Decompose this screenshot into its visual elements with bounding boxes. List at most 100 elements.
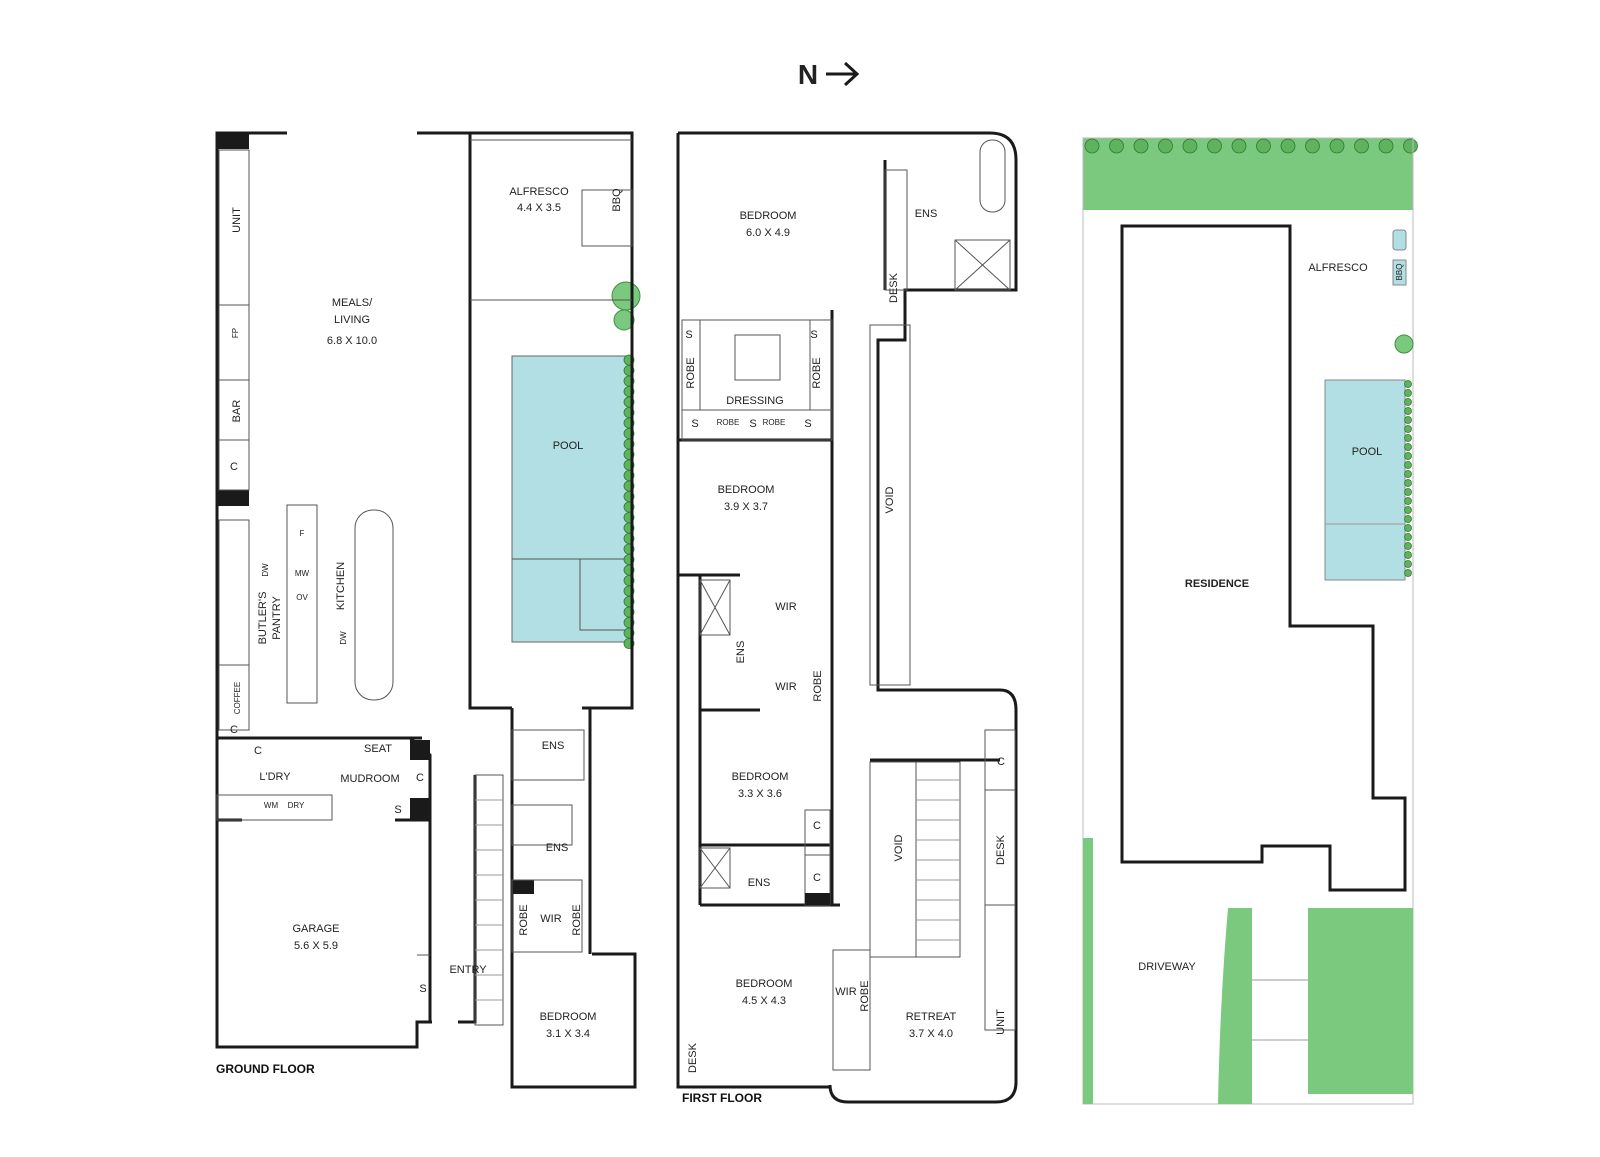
unit-label: UNIT bbox=[231, 207, 243, 233]
hedge-shrub-icon bbox=[1404, 560, 1412, 568]
fridge-label: F bbox=[300, 529, 305, 538]
room-size-bedroom: 3.1 X 3.4 bbox=[546, 1028, 590, 1040]
wir-label: WIR bbox=[540, 913, 561, 925]
arrow-right-icon bbox=[826, 61, 860, 87]
void-label: VOID bbox=[884, 487, 896, 514]
robe-label: ROBE bbox=[811, 357, 823, 388]
room-size-retreat: 3.7 X 4.0 bbox=[909, 1028, 953, 1040]
storage-label: S bbox=[749, 418, 756, 430]
room-label-ensuite: ENS bbox=[546, 842, 569, 854]
site-label-driveway: DRIVEWAY bbox=[1138, 961, 1196, 973]
hedge-shrub-icon bbox=[1404, 407, 1412, 415]
washer-label: WM bbox=[264, 801, 279, 810]
cupboard-label: C bbox=[230, 724, 238, 736]
hedge-shrub-icon bbox=[1404, 479, 1412, 487]
storage-label: S bbox=[810, 329, 817, 341]
unit-label: UNIT bbox=[995, 1009, 1007, 1035]
first-floor-caption: FIRST FLOOR bbox=[682, 1091, 762, 1105]
site-label-alfresco: ALFRESCO bbox=[1308, 262, 1368, 274]
hedge-shrub-icon bbox=[1404, 398, 1412, 406]
desk-label: DESK bbox=[995, 834, 1007, 865]
hedge-shrub-icon bbox=[1305, 138, 1320, 154]
wir-label: WIR bbox=[775, 601, 796, 613]
room-label-dressing: DRESSING bbox=[726, 395, 783, 407]
storage-label: S bbox=[804, 418, 811, 430]
hedge-shrub-icon bbox=[1404, 524, 1412, 532]
residence-outline bbox=[1120, 224, 1407, 892]
hedge-shrub-icon bbox=[1182, 138, 1198, 154]
hedge-shrub-icon bbox=[1404, 497, 1412, 505]
room-size-bedroom: 3.9 X 3.7 bbox=[724, 501, 768, 513]
hedge-shrub-icon bbox=[1256, 138, 1271, 154]
hedge-shrub-icon bbox=[1084, 138, 1100, 154]
room-label-bedroom: BEDROOM bbox=[718, 484, 775, 496]
room-label-living: LIVING bbox=[334, 314, 370, 326]
hedge-shrub-icon bbox=[1158, 138, 1173, 154]
robe-label: ROBE bbox=[518, 904, 530, 935]
hedge-shrub-icon bbox=[1133, 138, 1149, 154]
oven-label: OV bbox=[296, 593, 308, 602]
room-label-laundry: L'DRY bbox=[259, 771, 291, 783]
room-label-garage: GARAGE bbox=[292, 923, 339, 935]
storage-label: S bbox=[685, 329, 692, 341]
hedge-shrub-icon bbox=[1207, 138, 1222, 154]
room-label-mudroom: MUDROOM bbox=[340, 773, 399, 785]
garden-bed bbox=[1218, 908, 1252, 1104]
north-label: N bbox=[798, 59, 818, 90]
room-label-retreat: RETREAT bbox=[906, 1011, 957, 1023]
robe-label: ROBE bbox=[859, 980, 871, 1011]
tree-icon bbox=[613, 309, 635, 331]
cupboard-label: C bbox=[997, 756, 1005, 768]
hedge-shrub-icon bbox=[1280, 138, 1296, 154]
compass: N bbox=[798, 59, 860, 90]
site-pool bbox=[1324, 379, 1406, 581]
hedge-shrub-icon bbox=[1404, 470, 1412, 478]
robe-label: ROBE bbox=[685, 357, 697, 388]
hedge-shrub-icon bbox=[1404, 452, 1412, 460]
hedge-shrub-icon bbox=[1404, 551, 1412, 559]
room-label-ensuite: ENS bbox=[915, 208, 938, 220]
tree-icon bbox=[1394, 334, 1414, 354]
bbq-label: BBQ bbox=[1395, 264, 1404, 281]
hedge bbox=[1404, 380, 1412, 577]
first-floor-plan: BEDROOM 6.0 X 4.9 ENS DESK S S ROBE ROBE… bbox=[676, 131, 1018, 1105]
room-label-ensuite: ENS bbox=[542, 740, 565, 752]
tree-row bbox=[1084, 138, 1418, 154]
cupboard-label: C bbox=[416, 772, 424, 784]
room-size-garage: 5.6 X 5.9 bbox=[294, 940, 338, 952]
pool-water bbox=[511, 355, 629, 643]
hedge-shrub-icon bbox=[1404, 443, 1412, 451]
site-plan: BBQ ALFRESCO POOL RESIDENCE DRIVEWAY bbox=[1082, 137, 1418, 1105]
room-label-ensuite: ENS bbox=[735, 641, 747, 664]
room-label-meals: MEALS/ bbox=[332, 297, 373, 309]
room-label-bedroom: BEDROOM bbox=[732, 771, 789, 783]
hedge-shrub-icon bbox=[1378, 138, 1394, 154]
cupboard-label: C bbox=[254, 745, 262, 757]
hedge-shrub-icon bbox=[1404, 488, 1412, 496]
room-label-ensuite: ENS bbox=[748, 877, 771, 889]
room-label-bedroom: BEDROOM bbox=[540, 1011, 597, 1023]
room-label-butlers: BUTLER'S bbox=[257, 592, 269, 645]
room-label-pantry: PANTRY bbox=[271, 596, 283, 640]
robe-label: ROBE bbox=[812, 670, 824, 701]
dishwasher-label: DW bbox=[339, 631, 348, 645]
wir-label: WIR bbox=[775, 681, 796, 693]
hedge-shrub-icon bbox=[1404, 542, 1412, 550]
room-size-bedroom: 4.5 X 4.3 bbox=[742, 995, 786, 1007]
room-label-bedroom: BEDROOM bbox=[736, 978, 793, 990]
coffee-label: COFFEE bbox=[233, 682, 242, 714]
room-size-bedroom: 3.3 X 3.6 bbox=[738, 788, 782, 800]
hedge-shrub-icon bbox=[1354, 138, 1369, 154]
hedge-shrub-icon bbox=[1404, 506, 1412, 514]
ground-floor-plan: ALFRESCO 4.4 X 3.5 BBQ MEALS/ LIVING 6.8… bbox=[215, 131, 641, 1089]
room-label-bedroom: BEDROOM bbox=[740, 210, 797, 222]
hedge-shrub-icon bbox=[1404, 380, 1412, 388]
room-size-bedroom: 6.0 X 4.9 bbox=[746, 227, 790, 239]
site-label-pool: POOL bbox=[1352, 446, 1383, 458]
storage-label: S bbox=[394, 804, 401, 816]
hedge-shrub-icon bbox=[1403, 138, 1418, 154]
tree-icon bbox=[611, 281, 641, 311]
seat-label: SEAT bbox=[364, 743, 392, 755]
bar-label: BAR bbox=[231, 400, 243, 423]
